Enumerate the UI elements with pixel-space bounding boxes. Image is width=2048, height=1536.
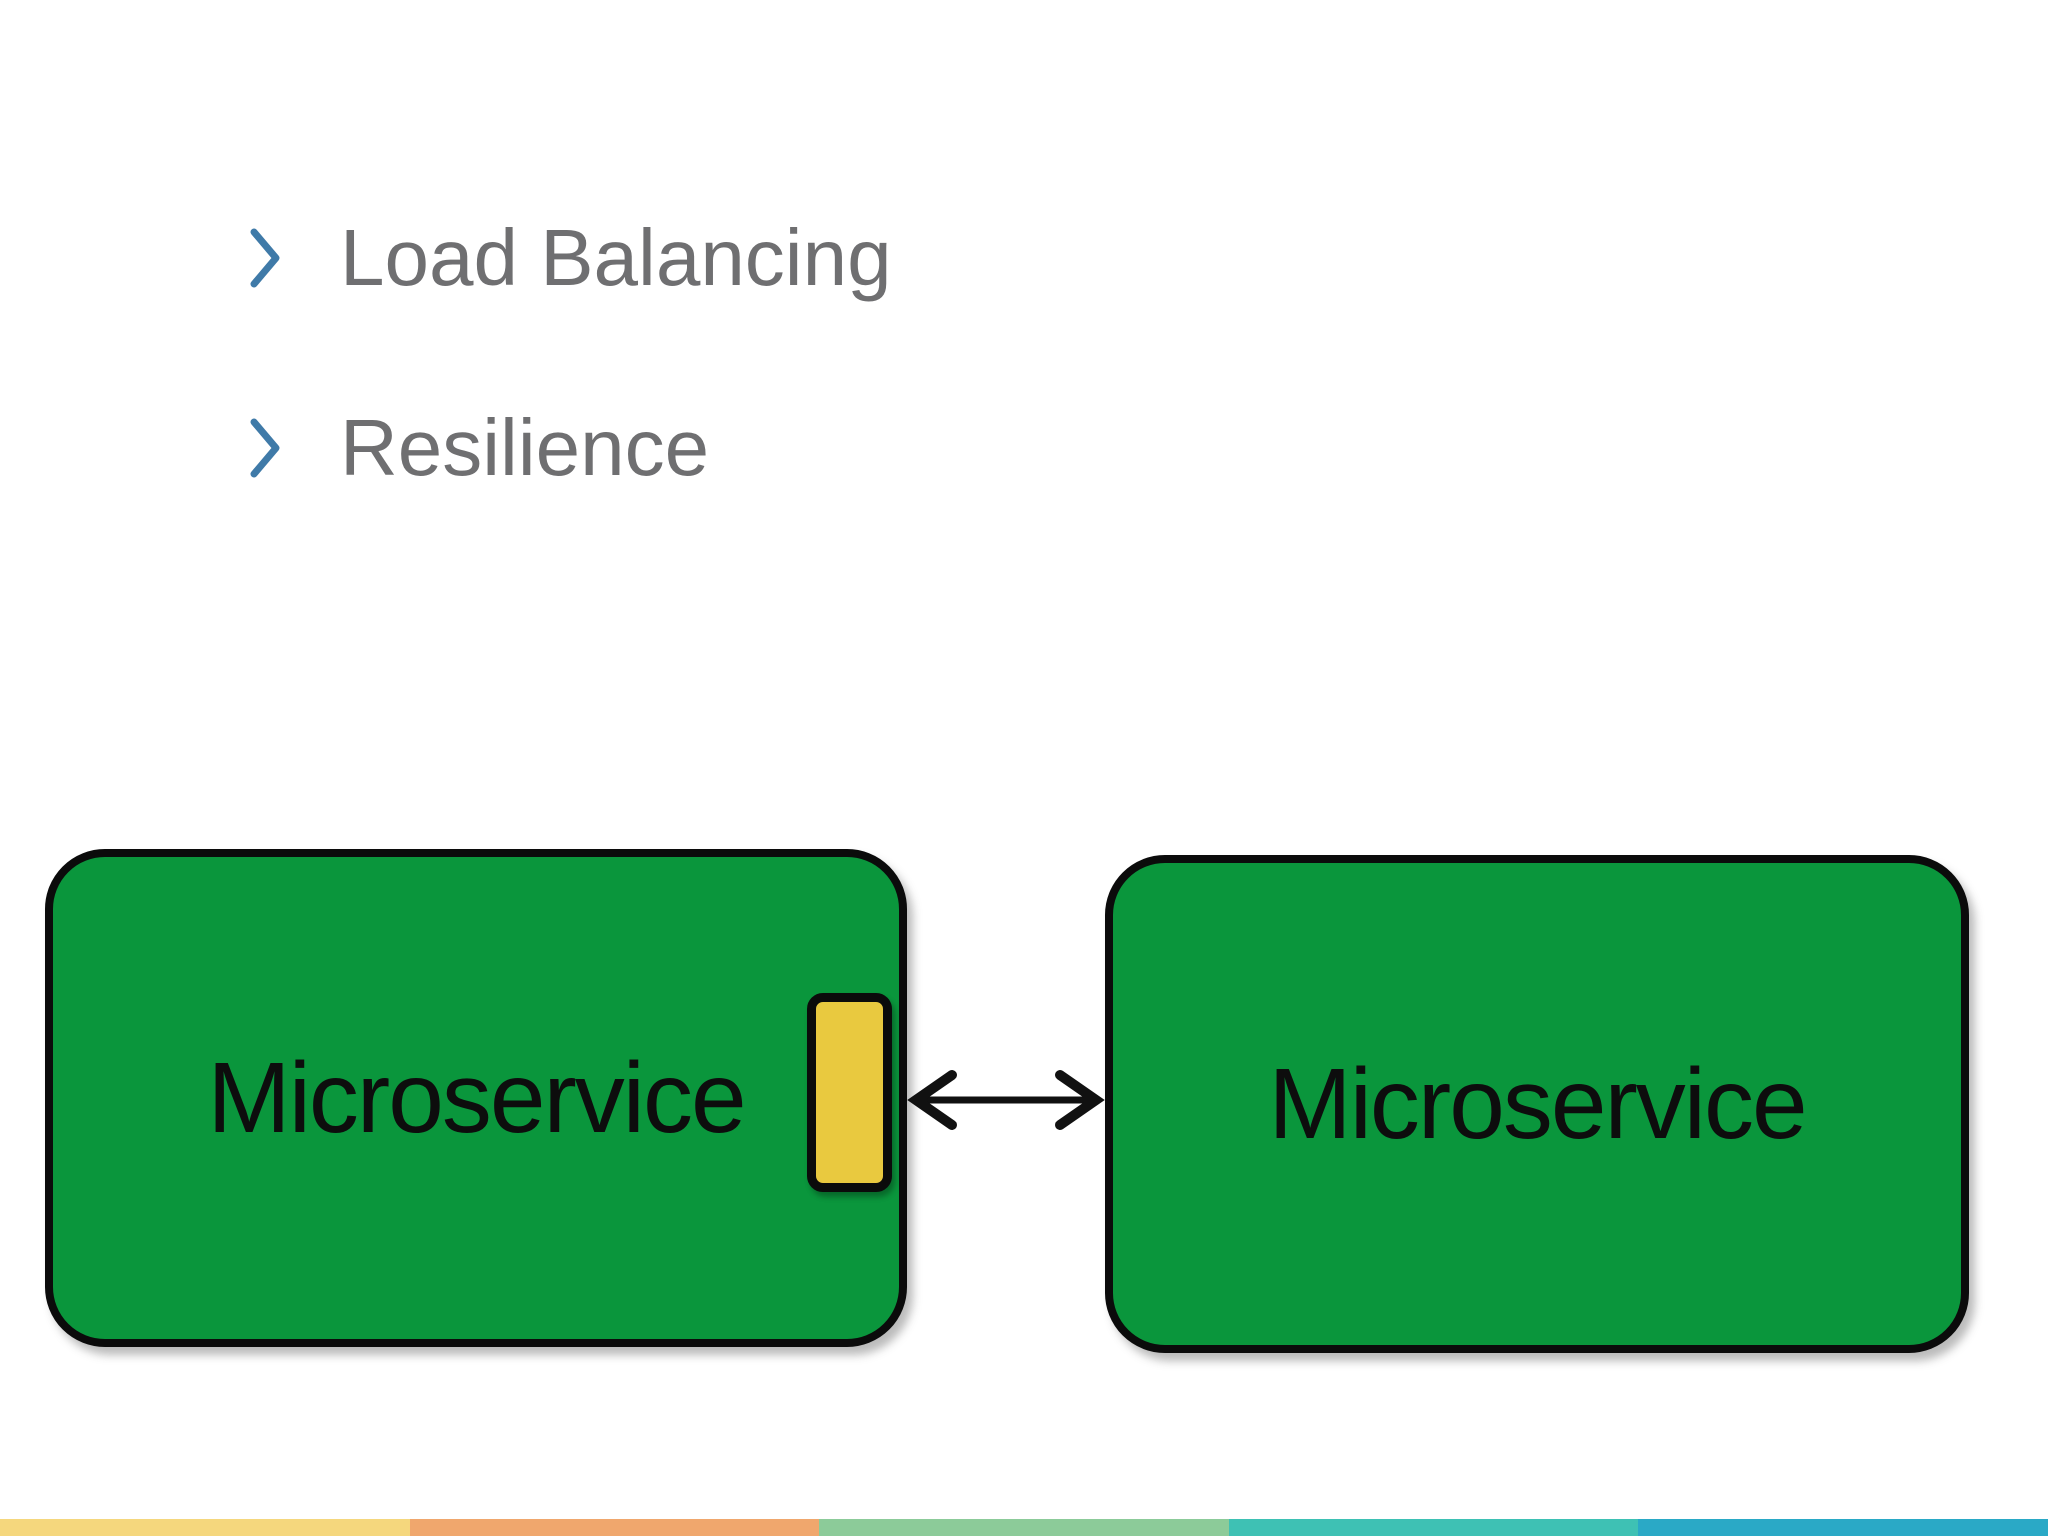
bullet-label: Load Balancing: [340, 213, 892, 302]
node-label: Microservice: [207, 1041, 746, 1154]
stripe-segment: [0, 1519, 410, 1536]
bullet-item-resilience: Resilience: [250, 403, 709, 492]
microservice-node-left: Microservice: [45, 849, 907, 1347]
stripe-segment: [409, 1519, 820, 1536]
microservice-node-right: Microservice: [1105, 855, 1969, 1353]
chevron-right-icon: [250, 417, 280, 479]
chevron-right-icon: [250, 227, 280, 289]
stripe-segment: [1228, 1519, 1639, 1536]
stripe-segment: [819, 1519, 1229, 1536]
node-label: Microservice: [1268, 1047, 1807, 1160]
stripe-segment: [1638, 1519, 2048, 1536]
footer-color-stripe: [0, 1519, 2048, 1536]
double-arrow-icon: [906, 1060, 1106, 1140]
service-port: [807, 993, 892, 1192]
bullet-label: Resilience: [340, 403, 710, 492]
bullet-item-load-balancing: Load Balancing: [250, 213, 892, 302]
